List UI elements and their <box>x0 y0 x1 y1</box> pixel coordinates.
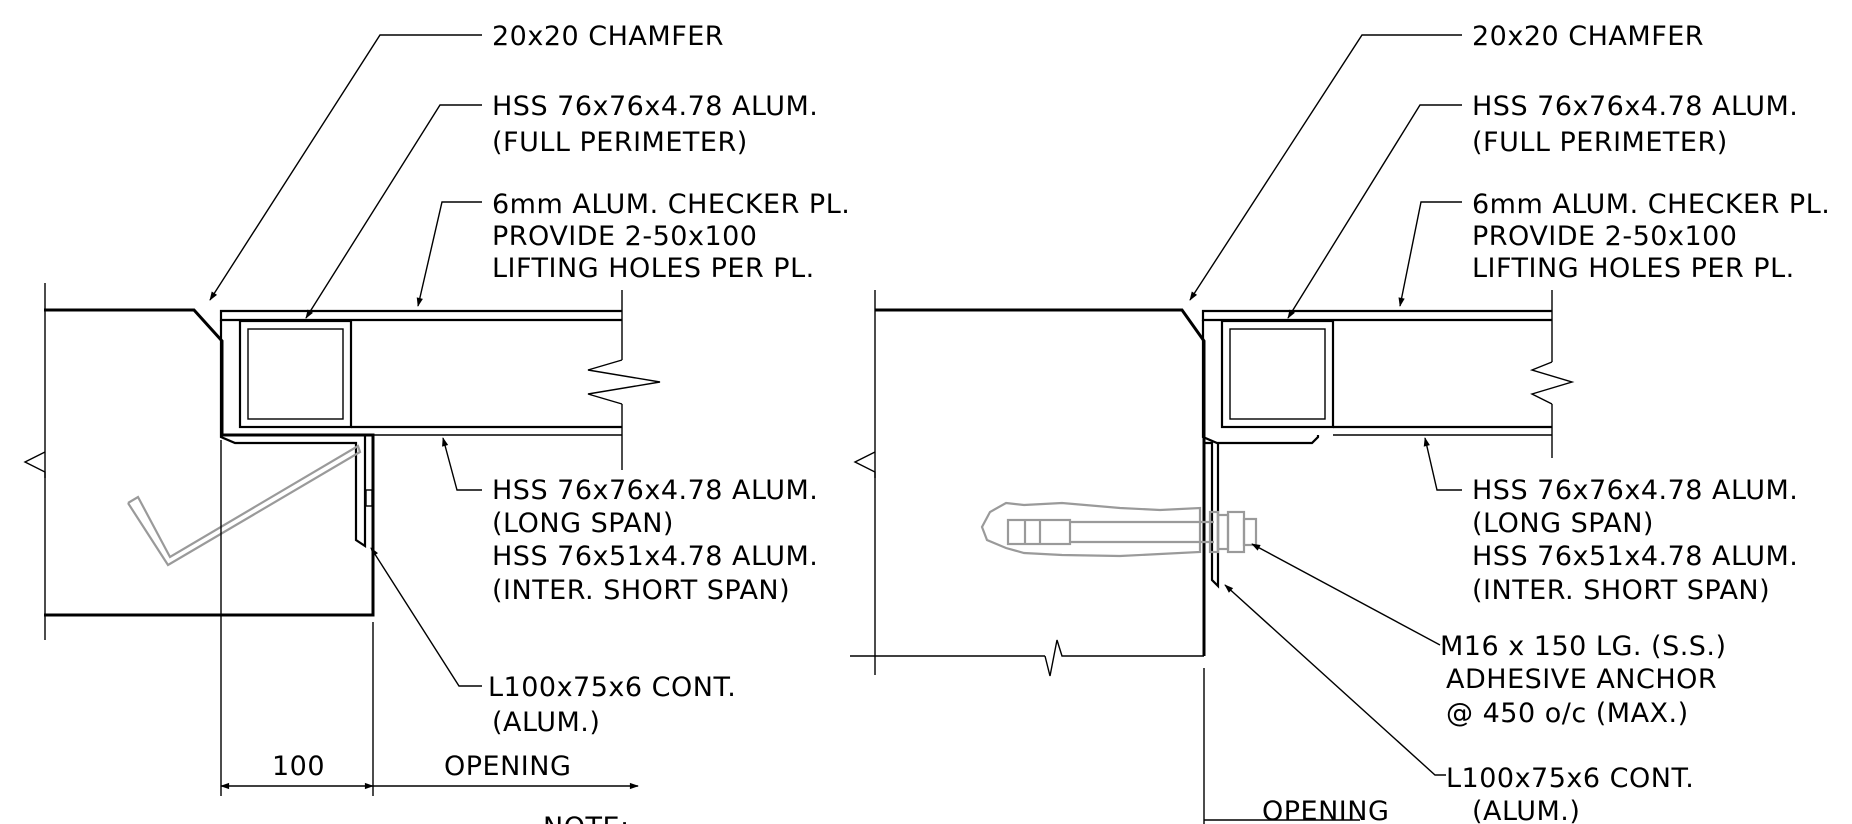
left-hss-span-line3: HSS 76x51x4.78 ALUM. <box>492 541 818 572</box>
left-angle-line1: L100x75x6 CONT. <box>488 672 736 703</box>
right-hss-perimeter-line1: HSS 76x76x4.78 ALUM. <box>1472 91 1798 122</box>
left-break-line <box>587 290 661 470</box>
right-leader-checker <box>1398 201 1462 307</box>
right-dim-opening: OPENING <box>1262 796 1389 824</box>
right-leader-chamfer <box>1189 34 1462 301</box>
left-chamfer-label: 20x20 CHAMFER <box>492 21 724 52</box>
left-leader-angle <box>370 547 482 687</box>
right-hss-perimeter <box>1220 319 1552 436</box>
left-leader-hss-span <box>442 437 482 491</box>
left-detail: 20x20 CHAMFER HSS 76x76x4.78 ALUM. (FULL… <box>23 21 850 824</box>
right-anchor-line1: M16 x 150 LG. (S.S.) <box>1440 631 1727 662</box>
right-hss-span-line4: (INTER. SHORT SPAN) <box>1472 575 1770 606</box>
left-dim-100: 100 <box>272 751 325 782</box>
left-checker-line2: PROVIDE 2-50x100 <box>492 221 757 252</box>
left-dim-opening: OPENING <box>444 751 571 782</box>
right-hss-span-line2: (LONG SPAN) <box>1472 508 1654 539</box>
right-leader-hss-span <box>1423 437 1462 491</box>
left-angle <box>219 320 373 549</box>
right-adhesive-anchor <box>980 501 1258 558</box>
right-break-line <box>1529 290 1575 458</box>
left-hss-span-line4: (INTER. SHORT SPAN) <box>492 575 790 606</box>
right-checker-plate <box>1201 309 1552 322</box>
right-checker-line1: 6mm ALUM. CHECKER PL. <box>1472 189 1830 220</box>
right-angle-line2: (ALUM.) <box>1472 796 1580 824</box>
left-leader-chamfer <box>209 34 482 301</box>
right-concrete-wall <box>850 290 1206 824</box>
right-anchor-line2: ADHESIVE ANCHOR <box>1446 664 1717 695</box>
left-leader-checker <box>416 201 482 307</box>
right-detail: 20x20 CHAMFER HSS 76x76x4.78 ALUM. (FULL… <box>850 21 1830 824</box>
right-checker-line2: PROVIDE 2-50x100 <box>1472 221 1737 252</box>
left-hss-perimeter-line2: (FULL PERIMETER) <box>492 127 748 158</box>
left-hss-perimeter-line1: HSS 76x76x4.78 ALUM. <box>492 91 818 122</box>
left-hss-span-line1: HSS 76x76x4.78 ALUM. <box>492 475 818 506</box>
right-checker-line3: LIFTING HOLES PER PL. <box>1472 253 1795 284</box>
right-hss-span-line1: HSS 76x76x4.78 ALUM. <box>1472 475 1798 506</box>
left-angle-line2: (ALUM.) <box>492 707 600 738</box>
right-chamfer-label: 20x20 CHAMFER <box>1472 21 1704 52</box>
left-checker-line1: 6mm ALUM. CHECKER PL. <box>492 189 850 220</box>
right-angle-line1: L100x75x6 CONT. <box>1446 763 1694 794</box>
left-note: NOTE: <box>543 812 630 824</box>
right-angle <box>1201 320 1320 589</box>
left-leader-hss-perimeter <box>305 104 482 319</box>
right-leader-angle <box>1224 584 1446 776</box>
right-anchor-line3: @ 450 o/c (MAX.) <box>1446 698 1689 729</box>
right-leader-hss-perimeter <box>1287 104 1462 319</box>
left-hss-span-line2: (LONG SPAN) <box>492 508 674 539</box>
left-rebar <box>127 444 362 567</box>
left-concrete-curb <box>23 283 375 640</box>
left-checker-line3: LIFTING HOLES PER PL. <box>492 253 815 284</box>
right-hss-span-line3: HSS 76x51x4.78 ALUM. <box>1472 541 1798 572</box>
left-checker-plate <box>219 309 622 322</box>
left-hss-perimeter <box>238 319 622 436</box>
left-dimension <box>220 440 639 796</box>
right-leader-anchor <box>1251 543 1441 646</box>
right-hss-perimeter-line2: (FULL PERIMETER) <box>1472 127 1728 158</box>
